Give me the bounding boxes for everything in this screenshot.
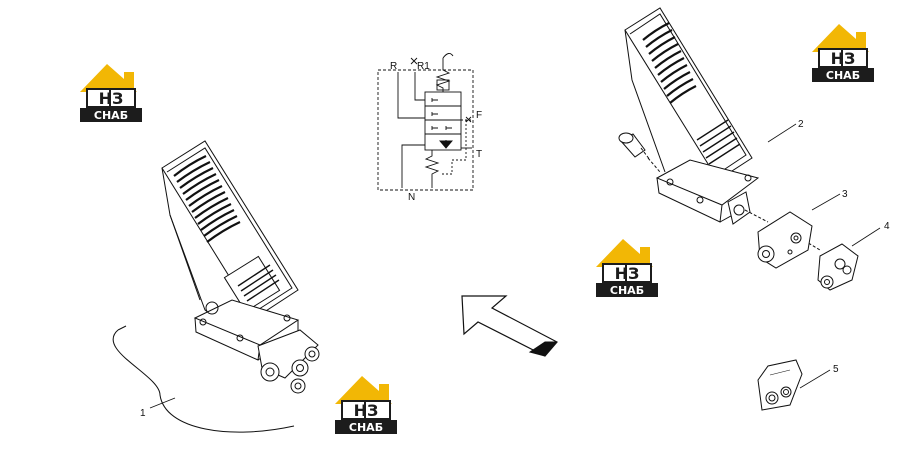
brand-logo: НЗ СНАБ <box>335 376 397 434</box>
port-label-f: F <box>476 110 482 121</box>
callout-4: 4 <box>884 221 890 232</box>
svg-text:НЗ: НЗ <box>615 264 640 283</box>
pedal-assembly-left <box>112 140 320 433</box>
leader-line-2 <box>767 123 797 143</box>
brand-logo: НЗ СНАБ <box>80 64 142 122</box>
leader-line-4 <box>851 227 881 247</box>
brand-logo: НЗ СНАБ <box>812 24 874 82</box>
pedal-assembly-exploded <box>618 7 859 411</box>
callout-2: 2 <box>798 119 804 130</box>
port-label-n: N <box>408 192 415 203</box>
leader-line-1 <box>149 397 176 409</box>
svg-text:НЗ: НЗ <box>99 89 124 108</box>
svg-text:СНАБ: СНАБ <box>610 284 644 297</box>
hydraulic-schematic <box>377 53 474 191</box>
port-label-t: T <box>476 149 482 160</box>
leader-line-5 <box>799 369 831 389</box>
callout-5: 5 <box>833 364 839 375</box>
svg-text:СНАБ: СНАБ <box>826 69 860 82</box>
hollow-arrow-up-left-icon <box>461 295 558 357</box>
svg-text:СНАБ: СНАБ <box>94 109 128 122</box>
brand-logo: НЗ СНАБ <box>596 239 658 297</box>
callout-3: 3 <box>842 189 848 200</box>
svg-text:НЗ: НЗ <box>831 49 856 68</box>
port-label-r: R <box>390 61 397 72</box>
port-label-r1: R1 <box>417 61 430 72</box>
leader-line-3 <box>811 193 841 211</box>
svg-text:СНАБ: СНАБ <box>349 421 383 434</box>
svg-text:НЗ: НЗ <box>354 401 379 420</box>
callout-1: 1 <box>140 408 146 419</box>
